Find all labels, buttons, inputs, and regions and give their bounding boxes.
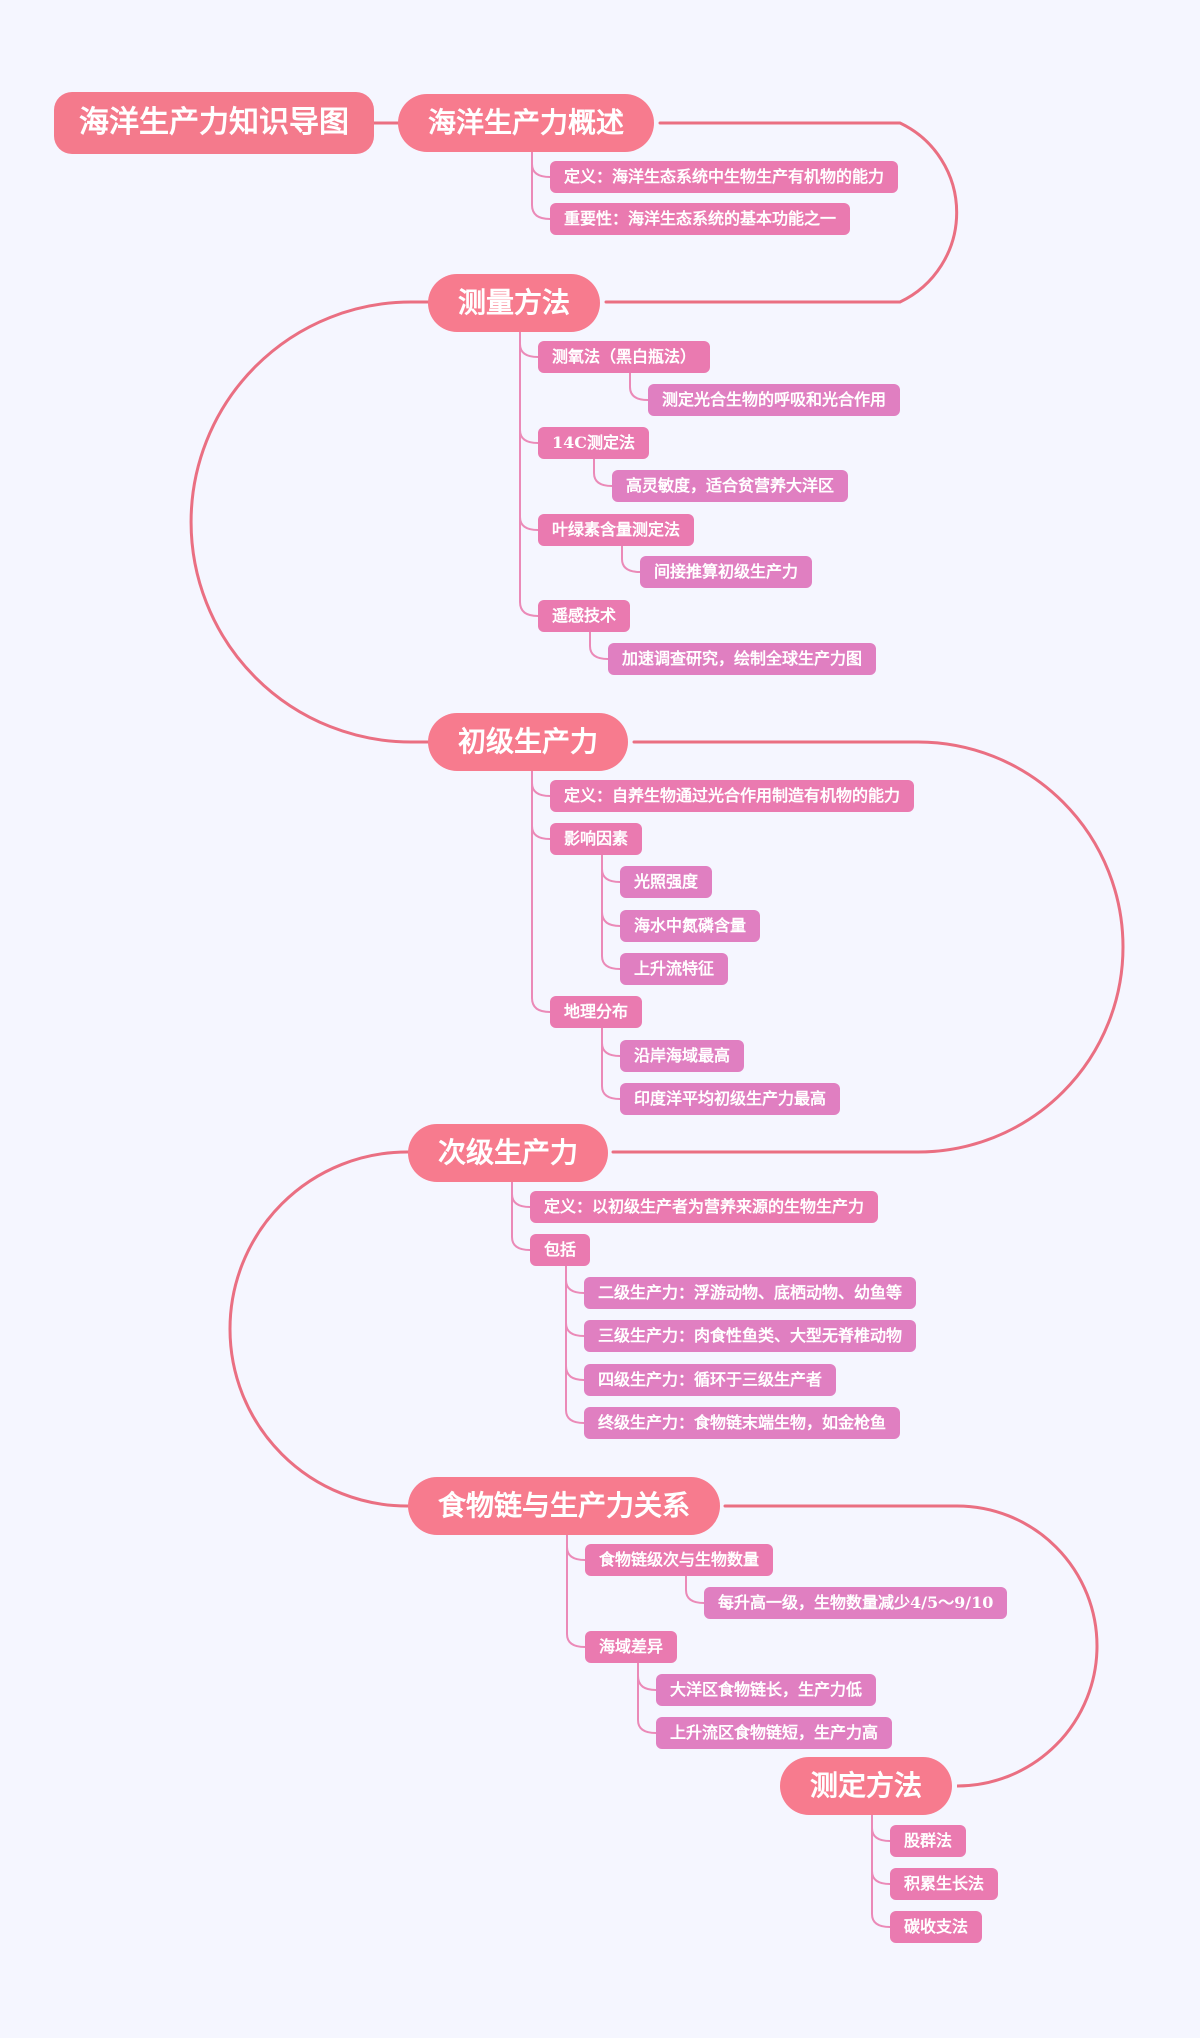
method-chlorophyll[interactable]: 叶绿素含量测定法 (538, 514, 695, 546)
method-c14[interactable]: 14C测定法 (538, 427, 650, 459)
foodchain-regional[interactable]: 海域差异 (585, 1631, 678, 1663)
includes-sub-branch (565, 1265, 585, 1424)
mindmap-title[interactable]: 海洋生产力知识导图 (54, 92, 374, 154)
measurement-carbon-budget[interactable]: 碳收支法 (890, 1911, 983, 1943)
foodchain-levels-note[interactable]: 每升高一级，生物数量减少4/5～9/10 (704, 1587, 1008, 1619)
section-overview[interactable]: 海洋生产力概述 (398, 94, 655, 152)
method-remote[interactable]: 遥感技术 (538, 600, 631, 632)
foodchain-regional-open-ocean[interactable]: 大洋区食物链长，生产力低 (656, 1674, 877, 1706)
primary-definition[interactable]: 定义：自养生物通过光合作用制造有机物的能力 (550, 780, 915, 812)
primary-factors[interactable]: 影响因素 (550, 823, 643, 855)
secondary-level-4[interactable]: 四级生产力：循环于三级生产者 (584, 1364, 837, 1396)
method-chlorophyll-note[interactable]: 间接推算初级生产力 (640, 556, 813, 588)
primary-factor-upwelling[interactable]: 上升流特征 (620, 953, 729, 985)
secondary-level-final[interactable]: 终级生产力：食物链末端生物，如金枪鱼 (584, 1407, 901, 1439)
measurement-cohort[interactable]: 股群法 (890, 1825, 967, 1857)
oxygen-sub-branch (629, 372, 649, 401)
measurement-branch (871, 1814, 891, 1928)
main-curve-primary-to-secondary (611, 740, 1125, 1154)
primary-branch (531, 770, 551, 1013)
method-oxygen-note[interactable]: 测定光合生物的呼吸和光合作用 (648, 384, 901, 416)
secondary-definition[interactable]: 定义：以初级生产者为营养来源的生物生产力 (530, 1191, 879, 1223)
section-primary[interactable]: 初级生产力 (428, 713, 629, 771)
secondary-includes[interactable]: 包括 (530, 1234, 591, 1266)
foodchain-regional-upwelling[interactable]: 上升流区食物链短，生产力高 (656, 1717, 893, 1749)
primary-dist-indian-ocean[interactable]: 印度洋平均初级生产力最高 (620, 1083, 841, 1115)
overview-importance[interactable]: 重要性：海洋生态系统的基本功能之一 (550, 203, 851, 235)
secondary-level-2[interactable]: 二级生产力：浮游动物、底栖动物、幼鱼等 (584, 1277, 917, 1309)
primary-distribution[interactable]: 地理分布 (550, 996, 643, 1028)
measurement-growth[interactable]: 积累生长法 (890, 1868, 999, 1900)
method-c14-note[interactable]: 高灵敏度，适合贫营养大洋区 (612, 470, 849, 502)
section-secondary[interactable]: 次级生产力 (408, 1124, 609, 1182)
methods-branch (519, 330, 539, 617)
method-oxygen[interactable]: 测氧法（黑白瓶法） (538, 341, 711, 373)
main-curve-methods-to-primary (189, 300, 430, 744)
secondary-branch (511, 1180, 531, 1251)
primary-factor-nutrients[interactable]: 海水中氮磷含量 (620, 910, 761, 942)
regional-sub-branch (637, 1662, 657, 1734)
method-remote-note[interactable]: 加速调查研究，绘制全球生产力图 (608, 643, 877, 675)
main-curve-overview-to-methods (604, 121, 959, 304)
main-curve-secondary-to-foodchain (228, 1150, 410, 1508)
primary-dist-coastal[interactable]: 沿岸海域最高 (620, 1040, 745, 1072)
section-measurement[interactable]: 测定方法 (780, 1757, 953, 1815)
primary-factor-light[interactable]: 光照强度 (620, 866, 713, 898)
section-methods[interactable]: 测量方法 (428, 274, 601, 332)
chlorophyll-sub-branch (621, 545, 641, 573)
foodchain-branch (566, 1534, 586, 1648)
overview-branch (531, 151, 551, 220)
levels-sub-branch (685, 1575, 705, 1604)
factors-sub-branch (601, 854, 621, 970)
remote-sub-branch (589, 631, 609, 660)
c14-sub-branch (593, 458, 613, 487)
secondary-level-3[interactable]: 三级生产力：肉食性鱼类、大型无脊椎动物 (584, 1320, 917, 1352)
foodchain-levels[interactable]: 食物链级次与生物数量 (585, 1544, 774, 1576)
distribution-sub-branch (601, 1027, 621, 1100)
overview-definition[interactable]: 定义：海洋生态系统中生物生产有机物的能力 (550, 161, 899, 193)
main-curve-foodchain-to-measurement (723, 1504, 1099, 1788)
section-foodchain[interactable]: 食物链与生产力关系 (408, 1477, 721, 1535)
